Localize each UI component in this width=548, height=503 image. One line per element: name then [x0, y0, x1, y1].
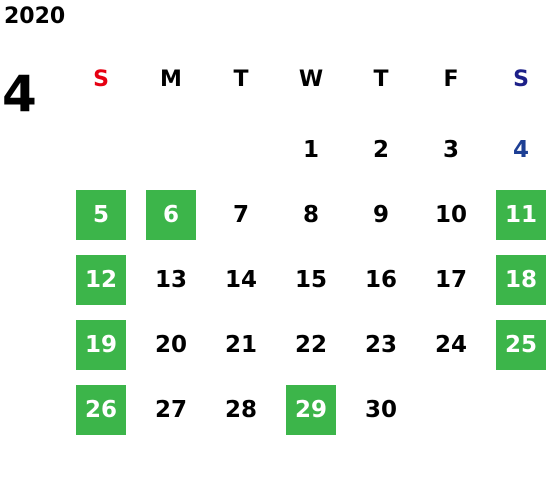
weekday-label: T	[233, 67, 249, 92]
day-cell: 15	[294, 267, 327, 293]
month-label: 4	[2, 65, 37, 123]
weekday-label: S	[513, 67, 529, 92]
day-cell: 3	[442, 137, 459, 163]
day-cell: 17	[434, 267, 467, 293]
weekday-label: M	[160, 67, 182, 92]
day-cell: 20	[154, 332, 187, 358]
day-cell: 8	[302, 202, 319, 228]
day-cell-holiday: 12	[76, 255, 126, 305]
day-cell: 2	[372, 137, 389, 163]
day-cell-holiday: 26	[76, 385, 126, 435]
day-cell-holiday: 19	[76, 320, 126, 370]
day-cell: 24	[434, 332, 467, 358]
day-cell: 22	[294, 332, 327, 358]
day-cell: 10	[434, 202, 467, 228]
day-cell: 4	[512, 137, 529, 163]
day-cell: 14	[224, 267, 257, 293]
weekday-label: W	[298, 67, 324, 92]
weekday-label: F	[443, 67, 459, 92]
day-cell-holiday: 18	[496, 255, 546, 305]
day-cell: 23	[364, 332, 397, 358]
weekday-label: T	[373, 67, 389, 92]
day-cell: 28	[224, 397, 257, 423]
day-cell: 21	[224, 332, 257, 358]
day-cell-holiday: 5	[76, 190, 126, 240]
day-cell-holiday: 25	[496, 320, 546, 370]
day-cell: 7	[232, 202, 249, 228]
year-label: 2020	[4, 4, 66, 29]
day-cell: 30	[364, 397, 397, 423]
weekday-label: S	[93, 67, 109, 92]
day-cell: 27	[154, 397, 187, 423]
day-cell: 16	[364, 267, 397, 293]
day-cell-holiday: 29	[286, 385, 336, 435]
day-cell: 1	[302, 137, 319, 163]
day-cell: 9	[372, 202, 389, 228]
day-cell-holiday: 6	[146, 190, 196, 240]
day-cell: 13	[154, 267, 187, 293]
day-cell-holiday: 11	[496, 190, 546, 240]
